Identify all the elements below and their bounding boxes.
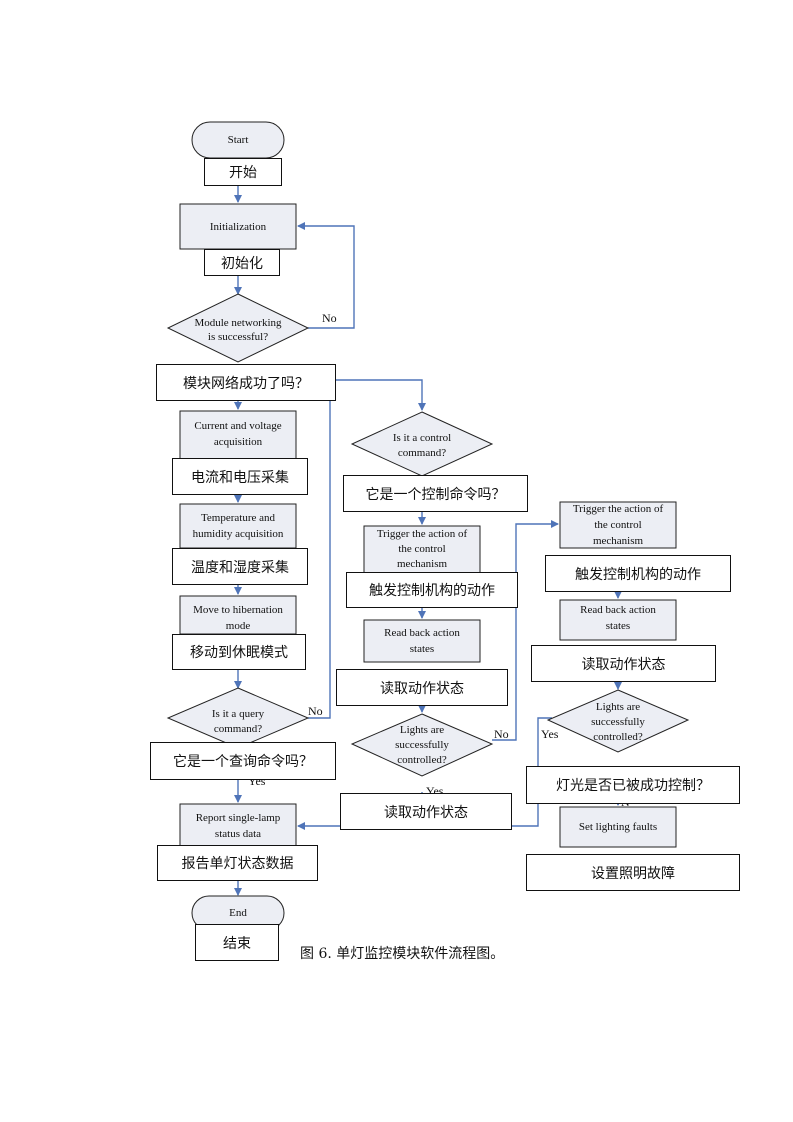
hib-box xyxy=(179,595,297,635)
lq2-cn-label: 灯光是否已被成功控制？ xyxy=(526,766,740,804)
ctlq-cn-label: 它是一个控制命令吗？ xyxy=(343,475,528,512)
ctlq-text-1: Is it a control xyxy=(393,432,451,444)
ctlq-text-2: command? xyxy=(398,447,446,459)
lq-text-2: successfully xyxy=(395,739,449,751)
trig-text-3: mechanism xyxy=(397,558,448,570)
th-box xyxy=(179,503,297,549)
fault-text: Set lighting faults xyxy=(579,821,657,833)
ctlq-decision xyxy=(350,411,494,477)
lq-text-1: Lights are xyxy=(400,724,444,736)
lq-text-3: controlled? xyxy=(397,754,447,766)
lq2-text-3: controlled? xyxy=(593,731,643,743)
init-box xyxy=(179,203,297,250)
rb-cn-label: 读取动作状态 xyxy=(336,669,508,706)
qq-text-2: command? xyxy=(214,723,262,735)
trig2-cn-label: 触发控制机构的动作 xyxy=(545,555,731,592)
lq2-text-2: successfully xyxy=(591,716,645,728)
rb-text-2: states xyxy=(410,643,434,655)
start-text: Start xyxy=(228,134,249,146)
report-cn-label: 报告单灯状态数据 xyxy=(157,845,318,881)
th-text-1: Temperature and xyxy=(201,512,276,524)
rb-box xyxy=(363,619,481,663)
th-text-2: humidity acquisition xyxy=(193,528,284,540)
hib-text-2: mode xyxy=(226,620,251,632)
rb2-text-2: states xyxy=(606,620,630,632)
mid-cn-label: 读取动作状态 xyxy=(340,793,512,830)
netq-text-1: Module networking xyxy=(194,317,282,329)
arrow-netq-no-loop xyxy=(297,222,355,329)
edge-label-no-2: No xyxy=(308,704,323,718)
hib-cn-label: 移动到休眠模式 xyxy=(172,634,306,670)
trig2-text-2: the control xyxy=(594,519,641,531)
rb2-box xyxy=(559,599,677,641)
fault-box xyxy=(559,806,677,848)
start-cn-label: 开始 xyxy=(204,158,282,186)
init-text: Initialization xyxy=(210,221,267,233)
qq-cn-label: 它是一个查询命令吗？ xyxy=(150,742,336,780)
lq2-decision xyxy=(546,689,690,753)
lq-decision xyxy=(350,713,494,777)
end-cn-label: 结束 xyxy=(195,924,279,961)
edge-label-no-1: No xyxy=(322,311,337,325)
report-text-2: status data xyxy=(215,828,261,840)
trig-box xyxy=(363,525,481,575)
qq-text-1: Is it a query xyxy=(212,708,265,720)
trig-text-1: Trigger the action of xyxy=(377,528,468,540)
trig2-box xyxy=(559,501,677,549)
netq-cn-label: 模块网络成功了吗？ xyxy=(156,364,336,401)
trig2-text-3: mechanism xyxy=(593,535,644,547)
fault-cn-label: 设置照明故障 xyxy=(526,854,740,891)
edge-label-yes-3: Yes xyxy=(541,727,559,741)
cv-text-1: Current and voltage xyxy=(194,420,281,432)
arrow-lq-no xyxy=(492,520,559,741)
init-cn-label: 初始化 xyxy=(204,249,280,276)
rb2-cn-label: 读取动作状态 xyxy=(531,645,716,682)
end-text: End xyxy=(229,907,247,919)
figure-caption: 图 6. 单灯监控模块软件流程图。 xyxy=(300,946,505,962)
report-text-1: Report single-lamp xyxy=(196,812,281,824)
cv-text-2: acquisition xyxy=(214,436,263,448)
lq2-text-1: Lights are xyxy=(596,701,640,713)
netq-decision xyxy=(166,293,310,363)
trig-cn-label: 触发控制机构的动作 xyxy=(346,572,518,608)
rb2-text-1: Read back action xyxy=(580,604,656,616)
cv-box xyxy=(179,410,297,460)
th-cn-label: 温度和湿度采集 xyxy=(172,548,308,585)
netq-text-2: is successful? xyxy=(208,331,268,343)
cv-cn-label: 电流和电压采集 xyxy=(172,458,308,495)
hib-text-1: Move to hibernation xyxy=(193,604,283,616)
report-box xyxy=(179,803,297,847)
trig2-text-1: Trigger the action of xyxy=(573,503,664,515)
edge-label-no-3: No xyxy=(494,727,509,741)
rb-text-1: Read back action xyxy=(384,627,460,639)
trig-text-2: the control xyxy=(398,543,445,555)
